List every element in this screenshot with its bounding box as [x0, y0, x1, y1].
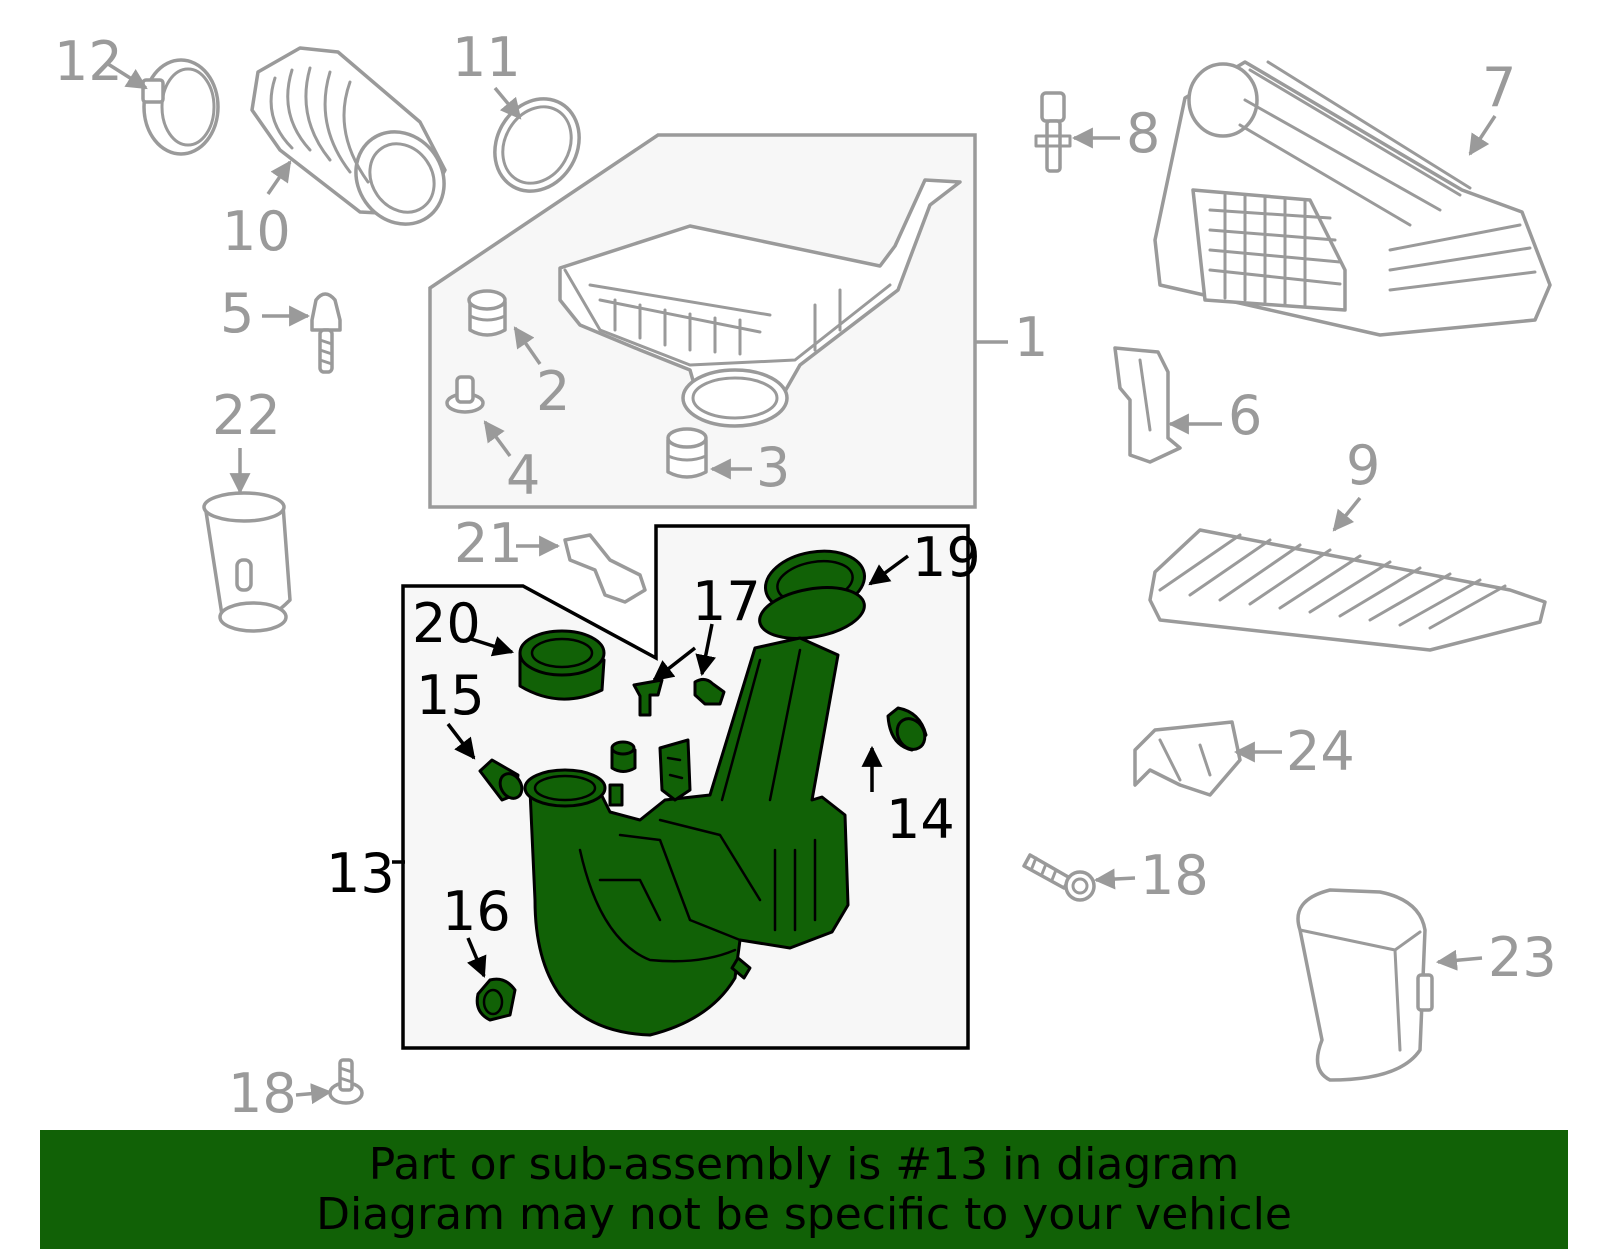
callout-10: 10	[222, 200, 291, 263]
part-17-clip[interactable]	[632, 678, 664, 717]
part-13-air-cleaner-assembly[interactable]	[523, 636, 850, 1037]
callout-12: 12	[54, 30, 123, 93]
leader-15	[446, 722, 476, 760]
leader-12	[107, 62, 148, 90]
callout-2: 2	[536, 360, 570, 423]
part-9-air-filter[interactable]	[1148, 528, 1547, 652]
callout-5: 5	[220, 282, 254, 345]
callout-22: 22	[212, 384, 281, 447]
part-4-mount[interactable]	[445, 375, 485, 414]
leader-16	[466, 937, 487, 978]
part-18-bolt-right[interactable]	[1022, 853, 1096, 902]
part-17-clip-b[interactable]	[693, 677, 726, 706]
leader-17	[695, 623, 717, 677]
part-8-bolt[interactable]	[1034, 91, 1072, 173]
callout-13: 13	[326, 842, 395, 905]
part-2-grommet[interactable]	[467, 289, 507, 337]
info-banner: Part or sub-assembly is #13 in diagram D…	[40, 1130, 1568, 1249]
callout-3: 3	[756, 436, 790, 499]
callout-7: 7	[1482, 56, 1516, 119]
leader-19	[868, 554, 910, 586]
callout-19: 19	[912, 526, 981, 589]
leader-10	[266, 160, 292, 195]
banner-line-1: Part or sub-assembly is #13 in diagram	[368, 1138, 1240, 1190]
part-13-small-grommet[interactable]	[610, 740, 637, 773]
leader-2	[513, 326, 542, 365]
part-16-grommet[interactable]	[475, 977, 517, 1022]
callout-4: 4	[506, 444, 540, 507]
leader-4	[483, 420, 512, 458]
part-23-resonator[interactable]	[1296, 888, 1434, 1082]
callout-9: 9	[1346, 434, 1380, 497]
part-14-grommet[interactable]	[886, 706, 930, 754]
callout-14: 14	[886, 788, 955, 851]
part-20-seal[interactable]	[518, 629, 606, 701]
part-21-bracket[interactable]	[563, 533, 647, 604]
part-22-duct[interactable]	[202, 491, 292, 633]
part-7-air-cleaner-cover[interactable]	[1153, 60, 1552, 337]
callout-21: 21	[454, 512, 523, 575]
callout-15: 15	[416, 664, 485, 727]
part-24-bracket[interactable]	[1133, 720, 1242, 797]
leader-11	[493, 86, 522, 120]
callout-6: 6	[1228, 384, 1262, 447]
callout-24: 24	[1286, 720, 1355, 783]
leader-7	[1468, 115, 1497, 156]
callout-23: 23	[1488, 926, 1557, 989]
callout-11: 11	[452, 26, 521, 89]
leader-17-b	[652, 646, 697, 682]
part-13-bracket[interactable]	[658, 738, 692, 802]
part-15-grommet[interactable]	[478, 758, 526, 802]
part-11-gasket[interactable]	[478, 83, 595, 206]
callout-16: 16	[442, 880, 511, 943]
part-6-bracket[interactable]	[1113, 346, 1182, 464]
callout-20: 20	[412, 592, 481, 655]
leader-9	[1332, 496, 1362, 532]
part-5-clip[interactable]	[310, 292, 342, 374]
callout-1: 1	[1014, 306, 1048, 369]
callout-18-right: 18	[1140, 844, 1209, 907]
part-12-clamp[interactable]	[141, 58, 220, 156]
part-10-intake-bellows[interactable]	[250, 46, 462, 241]
leader-18-right	[1093, 868, 1136, 890]
leader-20	[467, 636, 515, 657]
callout-17: 17	[692, 570, 761, 633]
part-19-seal[interactable]	[756, 544, 870, 646]
part-18-bolt-left[interactable]	[328, 1058, 364, 1105]
banner-line-2: Diagram may not be specific to your vehi…	[316, 1188, 1292, 1240]
part-3-grommet[interactable]	[666, 427, 708, 479]
callout-18-left: 18	[228, 1062, 297, 1125]
callout-8: 8	[1126, 102, 1160, 165]
leader-23	[1435, 949, 1483, 971]
part-1-air-cleaner-lower-case[interactable]	[558, 178, 962, 428]
leader-18-left	[295, 1083, 333, 1105]
